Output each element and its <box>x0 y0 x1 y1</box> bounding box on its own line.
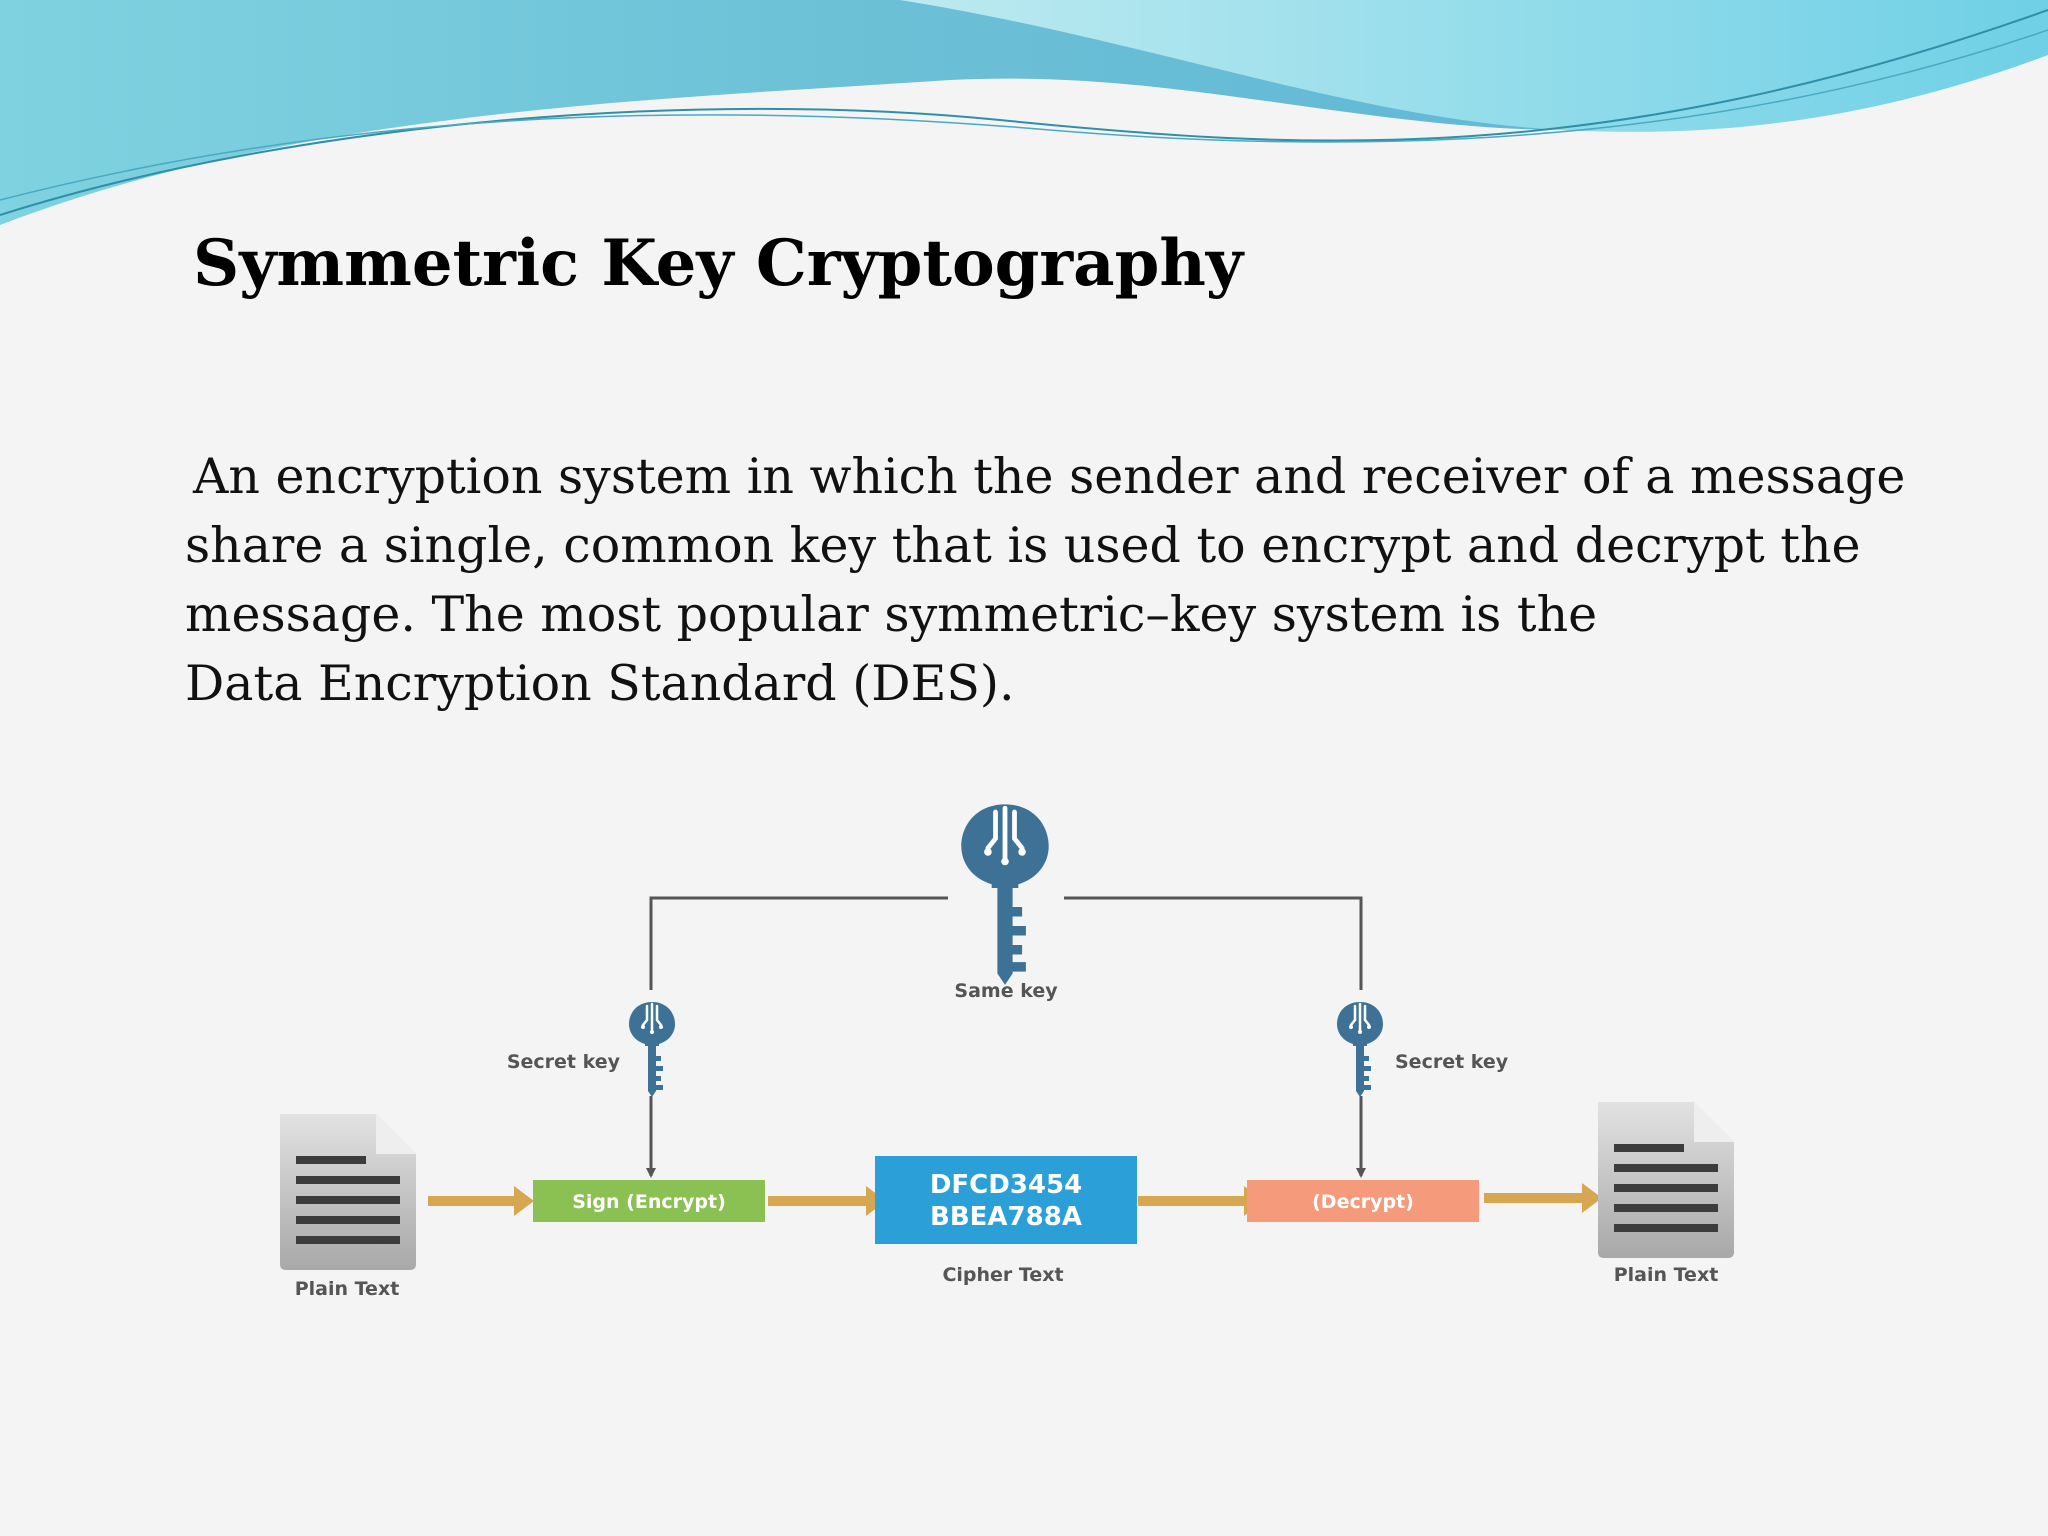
slide-title: Symmetric Key Cryptography <box>193 226 1244 301</box>
encrypt-box-label: Sign (Encrypt) <box>572 1191 726 1213</box>
decrypt-box <box>1247 1180 1479 1222</box>
plain-text-right-label: Plain Text <box>1614 1264 1719 1286</box>
encrypt-box <box>533 1180 765 1222</box>
same-key-connector-left <box>649 896 948 1170</box>
body-line: Data Encryption Standard (DES). <box>185 655 1015 712</box>
secret-key-left-label: Secret key <box>507 1051 621 1073</box>
body-line: An encryption system in which the sender… <box>193 448 1906 505</box>
same-key-connector-right <box>1064 896 1363 1170</box>
cipher-line-1: DFCD3454 <box>930 1170 1082 1200</box>
cipher-text-box <box>875 1156 1137 1244</box>
secret-key-right-label: Secret key <box>1395 1051 1509 1073</box>
cipher-text-label: Cipher Text <box>942 1264 1063 1286</box>
flow-arrow <box>1484 1183 1602 1213</box>
body-line: message. The most popular symmetric–key … <box>185 586 1598 643</box>
same-key-icon <box>961 804 1048 985</box>
header-wave-decoration <box>0 0 2048 225</box>
body-line: share a single, common key that is used … <box>185 517 1861 574</box>
plain-text-left-label: Plain Text <box>295 1278 400 1300</box>
same-key-label: Same key <box>954 980 1058 1002</box>
slide-body-text: An encryption system in which the sender… <box>185 442 1905 718</box>
flow-arrow <box>768 1186 886 1216</box>
decrypt-box-label: (Decrypt) <box>1312 1191 1414 1213</box>
flow-arrow <box>1138 1186 1264 1216</box>
cipher-line-2: BBEA788A <box>930 1202 1082 1232</box>
flow-arrow <box>428 1186 534 1216</box>
plain-text-left-document-icon <box>280 1114 416 1270</box>
plain-text-right-document-icon <box>1598 1102 1734 1258</box>
